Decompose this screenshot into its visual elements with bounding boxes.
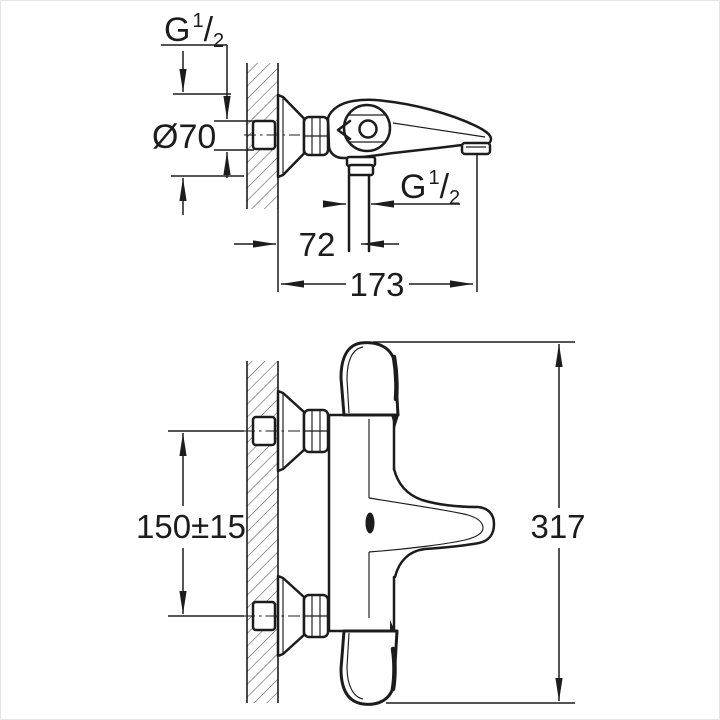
dimension-317: 317	[373, 341, 586, 704]
dimension-72: 72	[234, 226, 399, 263]
diverter-knob	[365, 512, 375, 534]
dimension-173-label: 173	[349, 266, 404, 303]
spout-inner-contour	[368, 497, 484, 553]
bottom-handle-inner-line	[346, 632, 364, 700]
handle-hub	[358, 119, 378, 139]
dimension-150-label: 150±15	[136, 508, 246, 545]
top-handle-inner-line	[346, 346, 364, 414]
escutcheon-cone	[276, 93, 306, 179]
front-view: 150±15 317	[136, 341, 586, 706]
spout-outline	[392, 467, 496, 579]
wall-section-top	[246, 63, 279, 292]
handle-joint-shadow	[391, 415, 399, 428]
handle-notch	[336, 119, 352, 141]
spout-fill	[394, 469, 494, 577]
body-fill	[329, 415, 394, 631]
dimension-72-label: 72	[299, 226, 336, 263]
dimension-150: 150±15	[136, 430, 246, 617]
spout-taper-line	[392, 122, 486, 138]
top-handle	[339, 341, 400, 417]
bottom-handle-shading	[390, 646, 397, 692]
shower-collar-lower	[347, 163, 375, 177]
dimension-317-label: 317	[530, 508, 585, 545]
handle-joint-shadow	[390, 620, 395, 631]
escutcheon-diameter-label: Ø70	[152, 118, 216, 156]
inlet-union-bottom	[243, 574, 330, 658]
dimension-173: 173	[281, 266, 473, 303]
inlet-union-top	[243, 389, 330, 473]
faucet-body-side	[326, 98, 493, 292]
spout-outlet	[460, 141, 492, 156]
thermostat-body	[327, 341, 496, 706]
wall-mount-top	[244, 93, 330, 179]
wall-hatch	[247, 361, 278, 703]
bottom-handle	[339, 629, 399, 706]
wall-section-bottom	[246, 361, 279, 703]
top-handle-shading	[391, 354, 399, 402]
